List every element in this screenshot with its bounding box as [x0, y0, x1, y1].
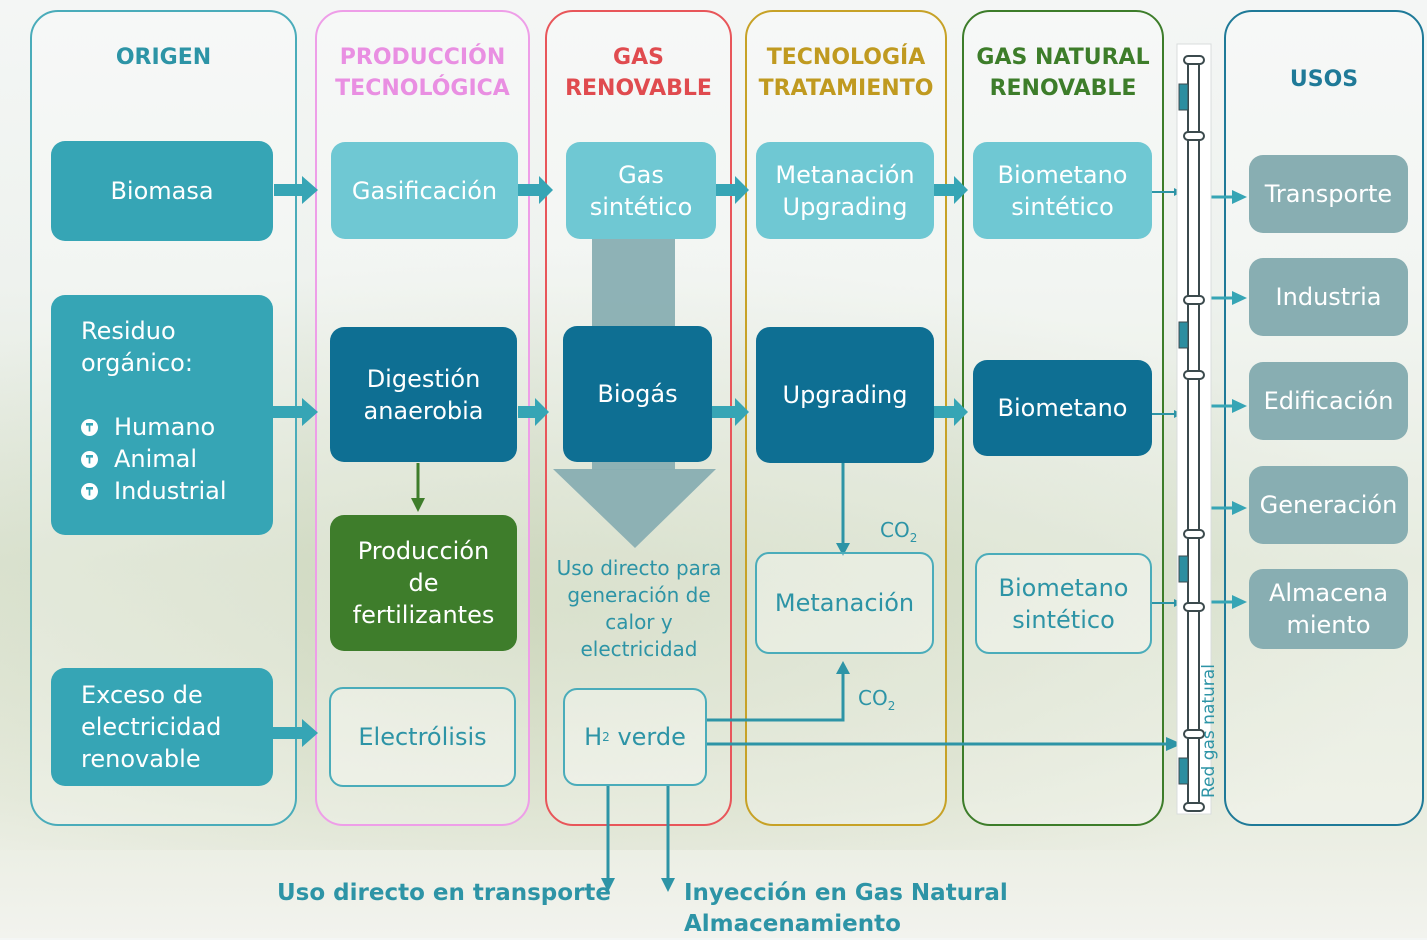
arrow-h2-inyeccion-head [661, 878, 675, 892]
arrow-h2-metanacion-line [707, 672, 845, 722]
arrow-pipe-edificacion-head [1232, 399, 1247, 413]
bullet-icon [81, 418, 98, 436]
origen-biomasa: Biomasa [51, 141, 273, 241]
column-title-origen: ORIGEN [115, 45, 212, 70]
gas-biogas: Biogás [563, 326, 712, 462]
arrow-digestion-biogas [518, 398, 549, 426]
produccion-gasificacion: Gasificación [331, 142, 518, 239]
arrow-residuo-digestion [273, 398, 318, 426]
bullet-icon [81, 450, 98, 468]
arrow-upgrading-biometano [934, 398, 968, 426]
label-uso-directo-transporte: Uso directo en transporte [277, 880, 612, 906]
co2-label-bottom: CO2 [858, 686, 896, 713]
gasnatural-biometano: Biometano [973, 360, 1152, 456]
gas-pipe-bg [1176, 43, 1212, 815]
arrow-biogas-upgrading [712, 398, 749, 426]
arrow-gassintetico-metanacion [716, 176, 749, 204]
produccion-electrolisis: Electrólisis [329, 687, 516, 787]
arrow-exceso-electrolisis [273, 719, 318, 747]
arrow-pipe-generacion-head [1232, 501, 1247, 515]
tecnologia-metanacion: Metanación [755, 552, 934, 654]
fat-arrows [273, 176, 968, 747]
bullet-icon [81, 482, 98, 500]
arrow-pipe-industria-head [1232, 291, 1247, 305]
red-gas-label: Red gas natural [1199, 664, 1219, 798]
arrow-digestion-fertilizantes-head [411, 498, 425, 512]
origen-residuo-organico: Residuo orgánico: Humano Animal Industri… [51, 295, 273, 535]
label-inyeccion-gas-natural: Inyección en Gas Natural Almacenamiento [684, 880, 1008, 937]
uso-generacion: Generación [1249, 466, 1408, 544]
co2-label-top: CO2 [880, 518, 918, 545]
arrow-gasificacion-gassintetico [518, 176, 553, 204]
arrow-h2-metanacion-head [836, 661, 850, 674]
big-arrow-head [553, 469, 716, 548]
uso-edificacion: Edificación [1249, 362, 1408, 440]
arrow-pipe-transporte-head [1232, 190, 1247, 204]
gas-pipe [1176, 43, 1212, 815]
residuo-title-2: orgánico: [81, 349, 193, 377]
arrow-biomasa-gasificacion [274, 176, 318, 204]
column-title-usos: USOS [1289, 67, 1359, 92]
arrow-h2-transporte-head [601, 878, 615, 892]
residuo-item-animal: Animal [81, 443, 197, 475]
arrow-metanacion-biometano [934, 176, 968, 204]
uso-directo-calor-electricidad: Uso directo para generación de calor y e… [556, 556, 722, 661]
tecnologia-upgrading: Upgrading [756, 327, 934, 463]
arrow-upgrading-metanacion-head [836, 543, 850, 556]
uso-industria: Industria [1249, 258, 1408, 336]
residuo-item-industrial: Industrial [81, 475, 227, 507]
arrow-h2-redgas-head [1166, 737, 1182, 751]
residuo-item-humano: Humano [81, 411, 215, 443]
arrow-pipe-almacenamiento-head [1232, 595, 1247, 609]
uso-transporte: Transporte [1249, 155, 1408, 233]
residuo-title-1: Residuo [81, 317, 176, 345]
